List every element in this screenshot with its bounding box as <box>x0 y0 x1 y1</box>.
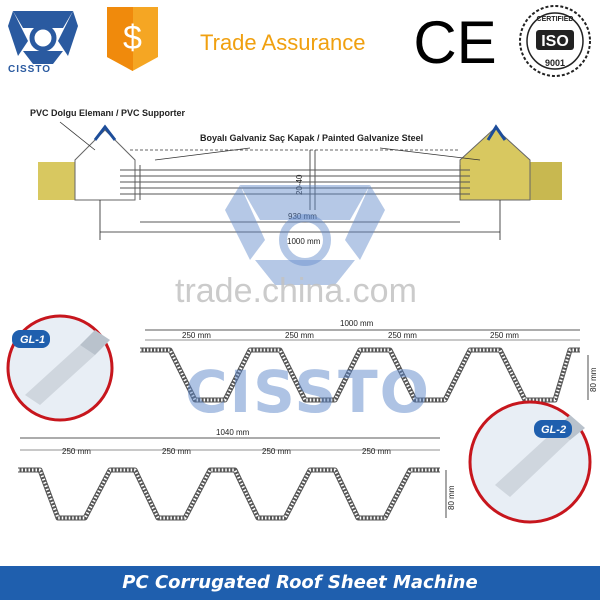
footer-banner: PC Corrugated Roof Sheet Machine <box>0 566 600 600</box>
ce-mark-icon: CE <box>413 10 496 70</box>
painted-steel-label: Boyalı Galvaniz Saç Kapak / Painted Galv… <box>200 133 423 143</box>
gl1-label: GL-1 <box>20 334 45 346</box>
inner-width-label: 930 mm <box>288 212 317 221</box>
gl1-total-width: 1000 mm <box>340 319 374 328</box>
gl2-detail-circle: GL-2 <box>468 400 592 524</box>
gl1-pitch-4: 250 mm <box>490 331 519 340</box>
gl2-pitch-4: 250 mm <box>362 447 391 456</box>
brand-logo <box>8 11 78 64</box>
roof-sheet-diagram: PVC Dolgu Elemanı / PVC Supporter Boyalı… <box>6 108 598 524</box>
gl2-profile <box>18 437 447 521</box>
gl1-height: 80 mm <box>589 367 598 392</box>
gl2-pitch-1: 250 mm <box>62 447 91 456</box>
gl1-pitch-1: 250 mm <box>182 331 211 340</box>
thickness-label: 20-40 <box>295 174 304 195</box>
gl2-label: GL-2 <box>541 424 566 436</box>
gl1-detail-circle: GL-1 <box>6 314 114 422</box>
gl1-pitch-2: 250 mm <box>285 331 314 340</box>
brand-name: CISSTO <box>8 64 52 75</box>
footer-title: PC Corrugated Roof Sheet Machine <box>122 572 478 593</box>
gl1-pitch-3: 250 mm <box>388 331 417 340</box>
svg-text:ISO: ISO <box>541 33 569 50</box>
gl2-pitch-3: 250 mm <box>262 447 291 456</box>
trade-assurance-label: Trade Assurance <box>200 30 366 55</box>
watermark-brand: CISSTO <box>185 358 431 426</box>
top-assembly-section <box>38 121 562 240</box>
gl2-height: 80 mm <box>447 485 456 510</box>
outer-width-label: 1000 mm <box>287 237 321 246</box>
svg-text:CERTIFIED: CERTIFIED <box>537 16 574 23</box>
dollar-icon: $ <box>123 19 142 57</box>
svg-text:CE: CE <box>413 10 496 70</box>
pvc-supporter-label: PVC Dolgu Elemanı / PVC Supporter <box>30 108 186 118</box>
gl1-profile <box>140 329 589 403</box>
gl2-total-width: 1040 mm <box>216 428 250 437</box>
iso-certified-seal: CERTIFIED ISO 9001 <box>519 5 591 77</box>
watermark: trade.china.com CISSTO <box>175 185 431 426</box>
trade-assurance-badge: $ <box>107 7 158 71</box>
svg-text:9001: 9001 <box>545 58 565 68</box>
header-bar: CISSTO $ Trade Assurance CE CERTIFIED IS… <box>0 0 600 80</box>
watermark-site: trade.china.com <box>175 272 417 310</box>
gl2-pitch-2: 250 mm <box>162 447 191 456</box>
